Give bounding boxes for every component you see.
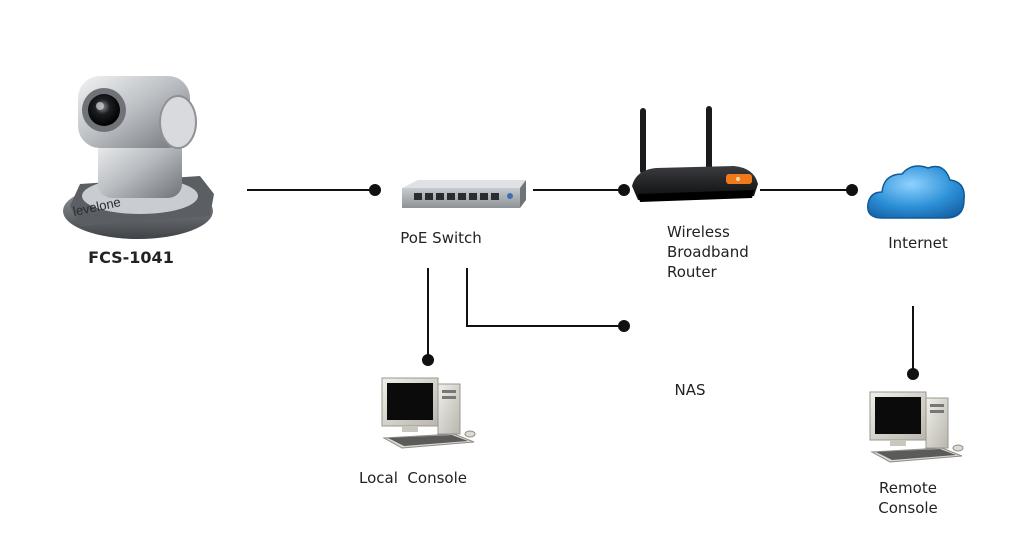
nas-label: NAS (674, 381, 706, 399)
wireless-router-icon (632, 106, 758, 202)
camera-label: FCS-1041 (88, 248, 174, 267)
router-label-line2: Broadband (667, 243, 749, 261)
switch-router-dot (618, 184, 630, 196)
desktop-computer-icon (381, 377, 476, 449)
ip-camera-icon: levelone (63, 76, 214, 239)
router-label-line3: Router (667, 263, 717, 281)
camera-switch-dot (369, 184, 381, 196)
internet-remote-console-dot (907, 368, 919, 380)
remote-console-label-line1: Remote (879, 479, 937, 497)
router-internet-dot (846, 184, 858, 196)
local-console-label: Local Console (359, 469, 467, 487)
cloud-icon (867, 165, 965, 219)
desktop-computer-icon (869, 391, 964, 463)
router-label-line1: Wireless (667, 223, 730, 241)
switch-label: PoE Switch (400, 229, 482, 247)
poe-switch-icon (402, 180, 526, 208)
switch-local-console-dot (422, 354, 434, 366)
switch-nas-line (466, 268, 624, 327)
internet-label: Internet (888, 234, 948, 252)
switch-nas-dot (618, 320, 630, 332)
remote-console-label-line2: Console (878, 499, 938, 517)
